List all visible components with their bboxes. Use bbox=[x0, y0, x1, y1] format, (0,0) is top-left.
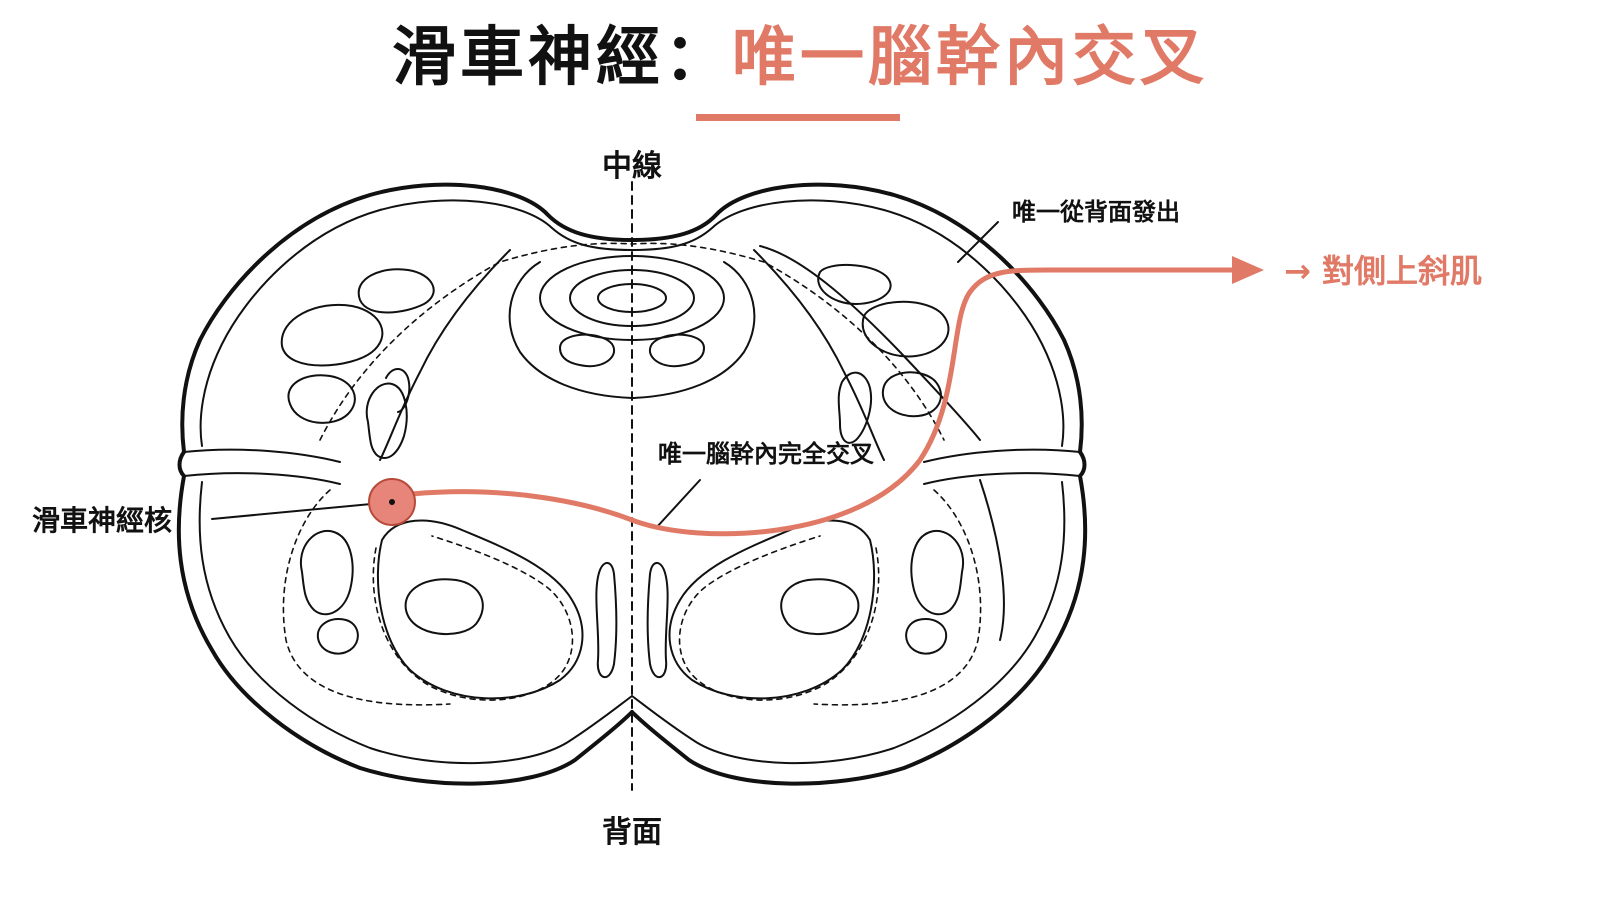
small-lobe-left bbox=[559, 333, 615, 368]
lower-left-dashed bbox=[372, 535, 574, 701]
nucleus-label: 滑車神經核 bbox=[32, 504, 172, 537]
right-lobule-2 bbox=[861, 300, 950, 358]
left-lobule-2 bbox=[280, 303, 384, 367]
inner-outline-left bbox=[198, 199, 633, 765]
lower-left-outer bbox=[376, 519, 584, 700]
right-lobule-1 bbox=[817, 263, 892, 305]
title-main: 滑車神經： bbox=[392, 21, 732, 95]
inner-outline-right bbox=[631, 199, 1066, 765]
right-lobule-4 bbox=[837, 371, 872, 444]
outer-outline-left bbox=[176, 182, 634, 786]
trochlear-nerve-path bbox=[409, 267, 1239, 537]
midline-label: 中線 bbox=[602, 149, 662, 184]
lower-left-dashed-outer bbox=[282, 489, 451, 706]
page-title: 滑車神經：唯一腦幹內交叉 bbox=[0, 18, 1600, 98]
midline-column-left bbox=[595, 562, 618, 678]
nerve-arrowhead bbox=[1232, 256, 1264, 284]
central-arch-right bbox=[631, 261, 756, 399]
midline-column-right bbox=[646, 562, 669, 678]
waist-line-left bbox=[183, 448, 341, 485]
right-band bbox=[759, 245, 981, 441]
right-lobule-3 bbox=[881, 371, 942, 418]
lower-right-lobule-b bbox=[905, 618, 948, 655]
lower-right-outer bbox=[668, 519, 876, 700]
lower-left-inner bbox=[404, 578, 484, 636]
decussation-leader bbox=[655, 479, 701, 529]
central-arch-outer bbox=[379, 249, 885, 461]
nucleus-leader bbox=[211, 501, 393, 520]
target-label: → 對側上斜肌 bbox=[1284, 252, 1482, 290]
dorsal-label: 背面 bbox=[602, 815, 662, 850]
lower-right-dashed bbox=[678, 535, 880, 701]
dorsal-exit-label: 唯一從背面發出 bbox=[1012, 198, 1180, 226]
lower-right-dashed-outer bbox=[813, 489, 982, 706]
waist-line-right bbox=[923, 448, 1081, 485]
decussation-label: 唯一腦幹內完全交叉 bbox=[658, 440, 875, 468]
dorsal-exit-leader bbox=[957, 221, 999, 263]
lower-left-lobule-b bbox=[316, 618, 359, 655]
small-lobe-right bbox=[649, 333, 705, 368]
nucleus-dot bbox=[389, 499, 395, 505]
lower-right-inner bbox=[780, 578, 860, 636]
left-lobule-3 bbox=[287, 374, 356, 424]
lower-right-band bbox=[979, 479, 1005, 641]
central-arch-left bbox=[508, 261, 633, 399]
title-accent: 唯一腦幹內交叉 bbox=[732, 21, 1208, 95]
title-underline bbox=[696, 114, 900, 121]
lower-right-lobule-a bbox=[910, 529, 965, 616]
left-lobule-4 bbox=[365, 382, 408, 459]
left-lobule-5 bbox=[385, 368, 411, 413]
left-lobule-1 bbox=[357, 268, 435, 314]
lower-left-lobule-a bbox=[299, 529, 354, 616]
outer-outline-right bbox=[630, 182, 1088, 786]
